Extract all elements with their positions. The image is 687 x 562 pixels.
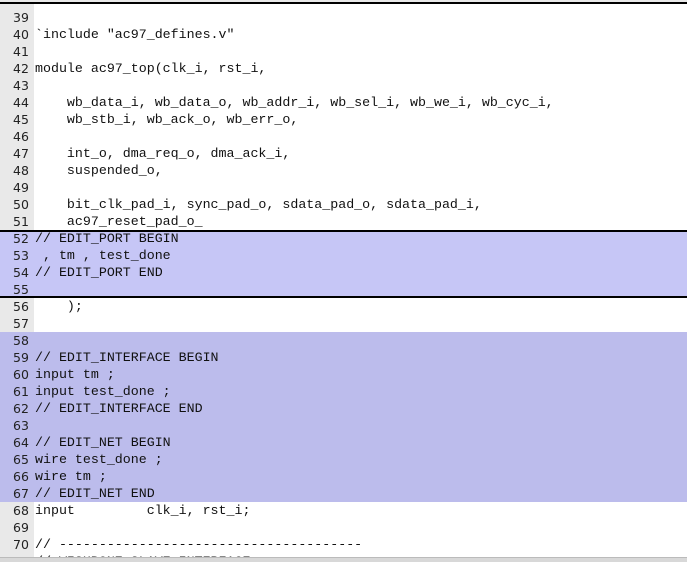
line-number: 55	[13, 282, 29, 297]
line-number: 68	[13, 503, 29, 518]
code-line[interactable]: 58	[0, 332, 687, 349]
code-line[interactable]: 67 // EDIT_NET END	[0, 485, 687, 502]
code-line[interactable]: 43	[0, 77, 687, 94]
line-number: 54	[13, 265, 29, 280]
code-text[interactable]: // EDIT_NET BEGIN	[35, 435, 171, 450]
code-line[interactable]: 68 input clk_i, rst_i;	[0, 502, 687, 519]
code-line[interactable]: 59 // EDIT_INTERFACE BEGIN	[0, 349, 687, 366]
code-text[interactable]: ac97_reset_pad_o_	[35, 214, 203, 229]
line-number: 62	[13, 401, 29, 416]
line-number: 61	[13, 384, 29, 399]
code-text[interactable]: input test_done ;	[35, 384, 171, 399]
line-number: 51	[13, 214, 29, 229]
code-text[interactable]: suspended_o,	[35, 163, 163, 178]
line-number: 43	[13, 78, 29, 93]
code-line[interactable]: 44 wb_data_i, wb_data_o, wb_addr_i, wb_s…	[0, 94, 687, 111]
code-line[interactable]: 53 , tm , test_done	[0, 247, 687, 264]
code-text[interactable]: // EDIT_PORT END	[35, 265, 163, 280]
code-line[interactable]: 52 // EDIT_PORT BEGIN	[0, 230, 687, 247]
code-line[interactable]: 70 // -----------------------------------…	[0, 536, 687, 553]
code-line[interactable]: 46	[0, 128, 687, 145]
code-line[interactable]: 56 );	[0, 298, 687, 315]
line-number: 52	[13, 231, 29, 246]
code-line[interactable]: 40 `include "ac97_defines.v"	[0, 26, 687, 43]
line-number: 59	[13, 350, 29, 365]
line-number: 64	[13, 435, 29, 450]
code-text[interactable]: int_o, dma_req_o, dma_ack_i,	[35, 146, 291, 161]
code-line[interactable]: 69	[0, 519, 687, 536]
code-text[interactable]: // EDIT_INTERFACE END	[35, 401, 203, 416]
code-line[interactable]: 64 // EDIT_NET BEGIN	[0, 434, 687, 451]
code-text[interactable]: // EDIT_NET END	[35, 486, 155, 501]
line-number: 50	[13, 197, 29, 212]
line-number: 46	[13, 129, 29, 144]
code-text[interactable]: , tm , test_done	[35, 248, 171, 263]
code-line[interactable]: 63	[0, 417, 687, 434]
code-text[interactable]: );	[35, 299, 83, 314]
code-line[interactable]: 54 // EDIT_PORT END	[0, 264, 687, 281]
line-number: 63	[13, 418, 29, 433]
line-number: 44	[13, 95, 29, 110]
line-number: 60	[13, 367, 29, 382]
code-text[interactable]: `include "ac97_defines.v"	[35, 27, 235, 42]
line-number: 40	[13, 27, 29, 42]
line-number: 66	[13, 469, 29, 484]
line-number: 49	[13, 180, 29, 195]
line-number: 69	[13, 520, 29, 535]
code-line[interactable]: 57	[0, 315, 687, 332]
code-line[interactable]: 42 module ac97_top(clk_i, rst_i,	[0, 60, 687, 77]
line-number: 65	[13, 452, 29, 467]
code-text[interactable]: wb_stb_i, wb_ack_o, wb_err_o,	[35, 112, 299, 127]
line-number: 53	[13, 248, 29, 263]
code-text[interactable]: input clk_i, rst_i;	[35, 503, 251, 518]
code-line[interactable]: 61 input test_done ;	[0, 383, 687, 400]
code-line[interactable]: 49	[0, 179, 687, 196]
code-line[interactable]: 48 suspended_o,	[0, 162, 687, 179]
line-number: 56	[13, 299, 29, 314]
code-text[interactable]: // -------------------------------------…	[35, 537, 363, 552]
code-line[interactable]: 41	[0, 43, 687, 60]
code-line[interactable]: 51 ac97_reset_pad_o_	[0, 213, 687, 230]
top-border	[0, 0, 687, 4]
code-line[interactable]: 62 // EDIT_INTERFACE END	[0, 400, 687, 417]
code-lines[interactable]: 39 40 `include "ac97_defines.v" 41 42 module …	[0, 9, 687, 562]
line-number: 48	[13, 163, 29, 178]
line-number: 57	[13, 316, 29, 331]
line-number: 70	[13, 537, 29, 552]
code-text[interactable]: input tm ;	[35, 367, 115, 382]
code-text[interactable]: wire test_done ;	[35, 452, 163, 467]
code-text[interactable]: bit_clk_pad_i, sync_pad_o, sdata_pad_o, …	[35, 197, 482, 212]
code-line[interactable]: 55	[0, 281, 687, 298]
code-line[interactable]: 65 wire test_done ;	[0, 451, 687, 468]
line-number: 67	[13, 486, 29, 501]
line-number: 45	[13, 112, 29, 127]
code-text[interactable]: // EDIT_INTERFACE BEGIN	[35, 350, 219, 365]
code-line[interactable]: 60 input tm ;	[0, 366, 687, 383]
code-text[interactable]: module ac97_top(clk_i, rst_i,	[35, 61, 267, 76]
line-number: 47	[13, 146, 29, 161]
code-text[interactable]: wb_data_i, wb_data_o, wb_addr_i, wb_sel_…	[35, 95, 554, 110]
code-line[interactable]: 66 wire tm ;	[0, 468, 687, 485]
code-text[interactable]: wire tm ;	[35, 469, 107, 484]
code-line[interactable]: 50 bit_clk_pad_i, sync_pad_o, sdata_pad_…	[0, 196, 687, 213]
line-number: 41	[13, 44, 29, 59]
line-number: 58	[13, 333, 29, 348]
line-number: 42	[13, 61, 29, 76]
horizontal-scrollbar[interactable]	[0, 557, 687, 562]
code-line[interactable]: 47 int_o, dma_req_o, dma_ack_i,	[0, 145, 687, 162]
code-line[interactable]: 39	[0, 9, 687, 26]
line-number: 39	[13, 10, 29, 25]
code-text[interactable]: // EDIT_PORT BEGIN	[35, 231, 179, 246]
code-line[interactable]: 45 wb_stb_i, wb_ack_o, wb_err_o,	[0, 111, 687, 128]
